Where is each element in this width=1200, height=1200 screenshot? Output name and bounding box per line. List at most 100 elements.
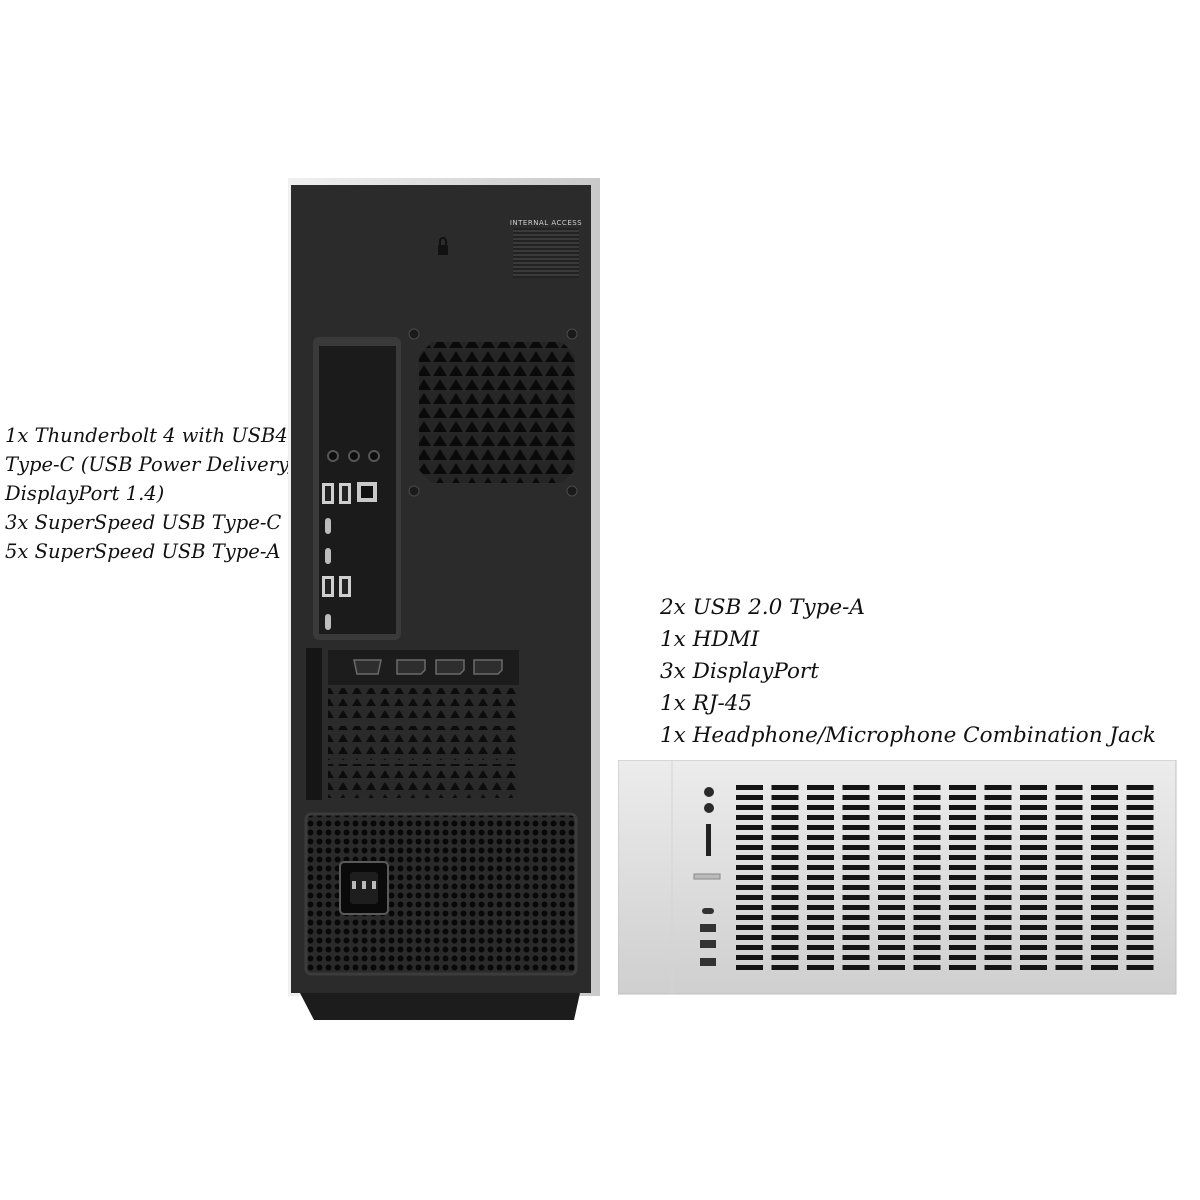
vent-slot [807,905,834,910]
vent-slot [1091,865,1118,870]
vent-slot [1020,855,1047,860]
front-usb-ports [700,908,716,966]
vent-slot [1126,805,1154,810]
vent-slot [1020,815,1047,820]
vent-slot [1055,965,1083,970]
vent-slot [771,925,799,930]
vent-slot [1055,825,1083,830]
expansion-slot [328,764,519,798]
vent-slot [913,865,941,870]
vent-slot [736,925,763,930]
vent-slot [1020,945,1047,950]
front-io-panel [618,760,1177,995]
vent-slot [1020,925,1047,930]
vent-slot [1091,795,1118,800]
vent-slot [984,825,1012,830]
vent-slot [949,935,976,940]
vent-slot [1055,835,1083,840]
vent-slot [1126,865,1154,870]
vent-slot [1020,875,1047,880]
vent-slot [842,885,870,890]
vent-slot [771,905,799,910]
vent-slot [949,865,976,870]
vent-slot [878,805,905,810]
vent-slot [842,855,870,860]
vent-slot [878,945,905,950]
vent-slot [807,895,834,900]
vent-slot [842,805,870,810]
vent-slot [736,935,763,940]
vent-slot [949,905,976,910]
vent-slot [771,845,799,850]
vent-slot [807,875,834,880]
vent-slot [736,815,763,820]
vent-slot [949,965,976,970]
vent-slot [1126,845,1154,850]
vent-slot [949,895,976,900]
vent-slot [878,815,905,820]
spec-line: DisplayPort 1.4) [5,482,165,505]
vent-slot [949,795,976,800]
vent-slot [807,835,834,840]
expansion-slot [328,726,519,760]
front-vent-slots [736,785,1154,970]
vent-slot [949,855,976,860]
internal-access-label: INTERNAL ACCESS [510,219,582,227]
vent-slot [1091,805,1118,810]
vent-slot [771,865,799,870]
vent-slot [913,935,941,940]
spec-line: 3x SuperSpeed USB Type-C [5,511,282,534]
vent-slot [1126,965,1154,970]
vent-slot [913,905,941,910]
vent-slot [842,915,870,920]
vent-slot [1091,935,1118,940]
vent-slot [1055,795,1083,800]
vent-slot [913,785,941,790]
vent-slot [1055,865,1083,870]
spec-line: 5x SuperSpeed USB Type-A [5,540,281,563]
vent-slot [1020,955,1047,960]
vent-slot [984,915,1012,920]
vent-slot [1020,905,1047,910]
vent-slot [949,945,976,950]
vent-slot [771,895,799,900]
spec-line: 1x HDMI [660,627,760,652]
vent-slot [878,865,905,870]
vent-slot [1126,935,1154,940]
vent-slot [1091,945,1118,950]
vent-slot [771,835,799,840]
vent-slot [913,795,941,800]
vent-slot [736,865,763,870]
spec-line: 3x DisplayPort [660,659,819,684]
vent-slot [1020,825,1047,830]
vent-slot [842,785,870,790]
vent-slot [842,935,870,940]
vent-slot [984,845,1012,850]
spec-line: 1x Thunderbolt 4 with USB4 [5,424,288,447]
vent-slot [1055,885,1083,890]
spec-line: 2x USB 2.0 Type-A [660,595,865,620]
vent-slot [949,825,976,830]
vent-slot [984,925,1012,930]
vent-slot [1055,935,1083,940]
vent-slot [913,805,941,810]
vent-slot [984,885,1012,890]
vent-slot [807,785,834,790]
expansion-slot [328,688,519,722]
vent-slot [984,905,1012,910]
vent-slot [1020,865,1047,870]
vent-slot [807,825,834,830]
vent-slot [913,945,941,950]
vent-slot [1055,895,1083,900]
vent-slot [949,915,976,920]
vent-slot [878,935,905,940]
vent-slot [949,875,976,880]
vent-slot [736,845,763,850]
vent-slot [1126,795,1154,800]
vent-slot [949,815,976,820]
vent-slot [1126,885,1154,890]
vent-slot [913,875,941,880]
vent-slot [807,955,834,960]
vent-slot [1020,915,1047,920]
vent-slot [878,845,905,850]
